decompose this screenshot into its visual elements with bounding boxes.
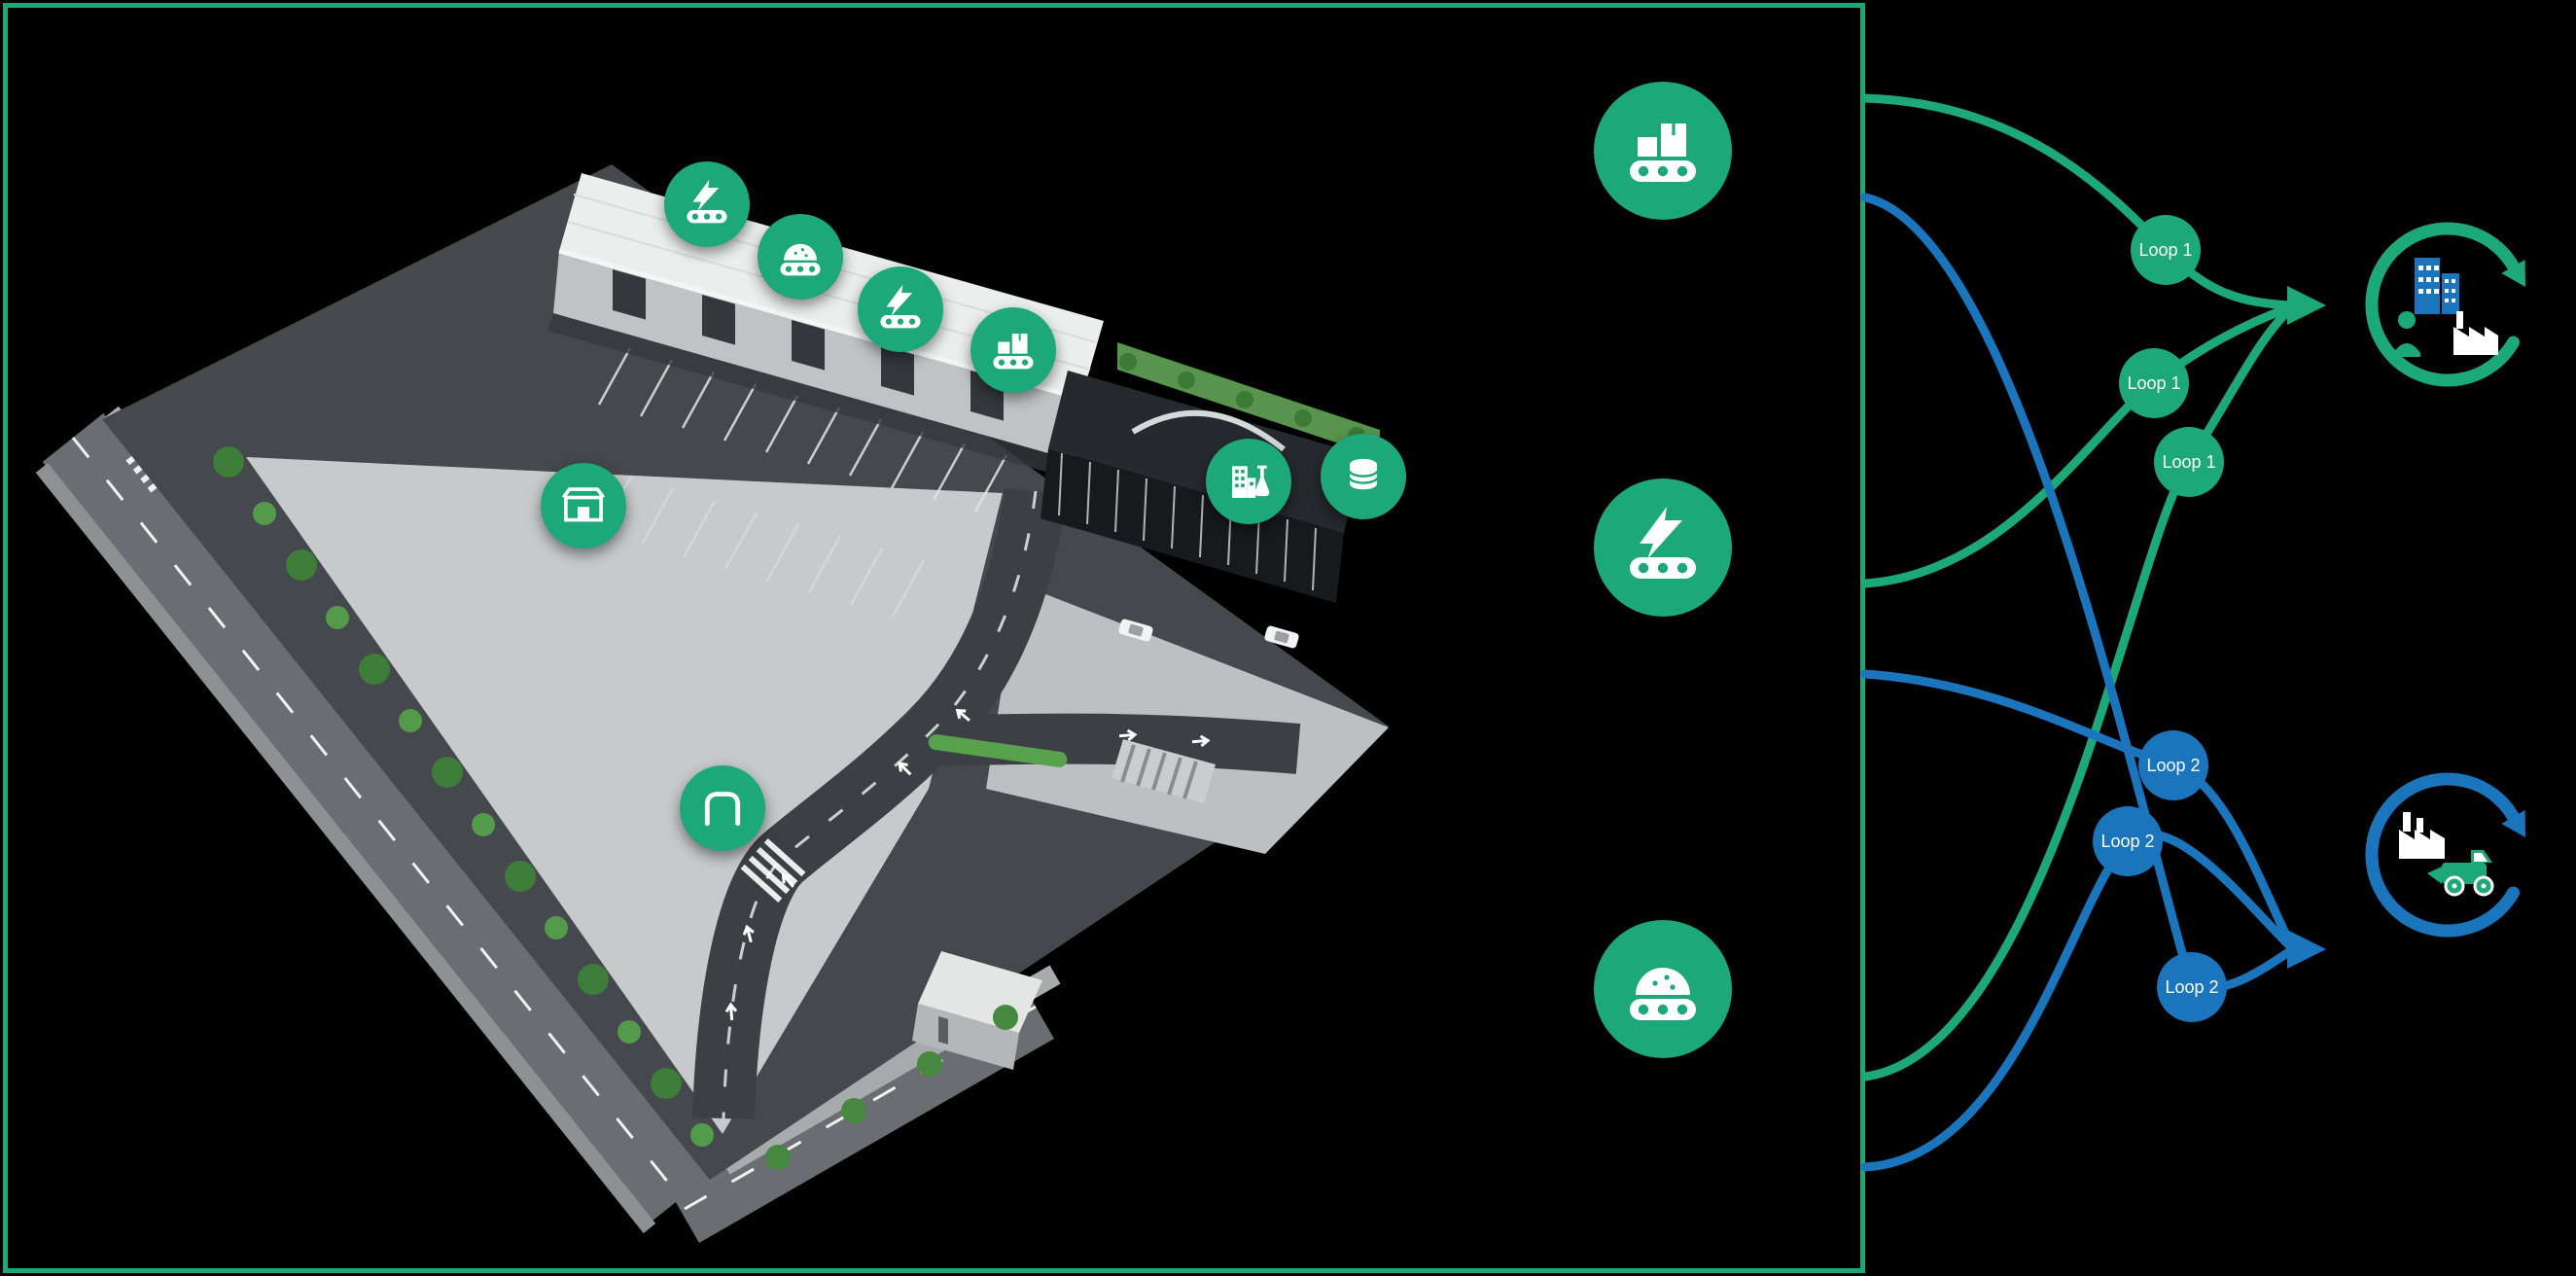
- marker-database[interactable]: [1321, 434, 1406, 519]
- factory-glyph: [2399, 812, 2445, 859]
- conveyor-bulk-icon: [1616, 942, 1710, 1036]
- loop2-node-1: Loop 2: [2138, 730, 2208, 800]
- tree-row: [213, 446, 1018, 1170]
- marker-energy-conveyor-1[interactable]: [664, 161, 750, 247]
- conveyor-products-icon: [985, 322, 1041, 378]
- ring-arrowhead: [2501, 810, 2525, 837]
- flow-line-blue-1: [1860, 193, 2295, 993]
- factory-glyph: [2453, 311, 2498, 355]
- ring-arrowhead: [2501, 260, 2525, 287]
- marker-energy-conveyor-2[interactable]: [858, 266, 943, 352]
- conveyor-energy-icon: [679, 176, 735, 232]
- person-glyph: [2393, 311, 2420, 357]
- marker-storage[interactable]: [541, 463, 626, 549]
- road-arrows: [724, 708, 1211, 1021]
- conveyor-bulk-icon: [772, 229, 829, 285]
- flow-line-green-2: [1860, 302, 2295, 588]
- conveyor-energy-icon: [872, 281, 929, 337]
- crosswalk: [740, 837, 806, 904]
- database-icon: [1335, 448, 1392, 505]
- city-buildings: [2415, 258, 2459, 314]
- flow-line-blue-3: [1860, 830, 2295, 1172]
- conveyor-energy-icon: [1616, 501, 1710, 594]
- arrowhead-blue: [2287, 930, 2326, 969]
- concrete-lot: [246, 457, 1003, 1134]
- loop1-node-1: Loop 1: [2131, 215, 2201, 285]
- conveyor-products-icon: [1616, 104, 1710, 197]
- legend-conveyor-energy[interactable]: [1594, 478, 1732, 617]
- internal-roads: [692, 486, 1301, 1119]
- loader-truck-glyph: [2427, 850, 2494, 897]
- recycle-ring-blue: [2365, 772, 2520, 938]
- cars: [1118, 619, 1299, 649]
- lab-building-icon: [1220, 453, 1277, 510]
- loop1-node-3: Loop 1: [2154, 427, 2224, 497]
- loading-dock: [1112, 739, 1216, 803]
- flow-line-green-1: [1860, 93, 2295, 310]
- flow-line-blue-2: [1860, 669, 2295, 948]
- green-median: [928, 734, 1068, 767]
- loop2-node-3: Loop 2: [2157, 952, 2227, 1022]
- storage-box-icon: [555, 478, 612, 534]
- marker-gate[interactable]: [680, 765, 765, 851]
- loop1-node-2: Loop 1: [2119, 348, 2189, 418]
- gate-icon: [694, 780, 751, 836]
- marker-product-conveyor[interactable]: [970, 307, 1056, 393]
- flow-line-green-3: [1860, 304, 2295, 1081]
- facility-panel-border: [3, 3, 1865, 1273]
- community-loop-icon: [2354, 211, 2541, 398]
- recycle-ring-green: [2365, 222, 2520, 387]
- legend-conveyor-bulk[interactable]: [1594, 920, 1732, 1058]
- marker-bulk-conveyor-1[interactable]: [758, 214, 843, 300]
- legend-conveyor-products[interactable]: [1594, 82, 1732, 220]
- marker-lab-building[interactable]: [1206, 439, 1291, 524]
- loop2-node-2: Loop 2: [2093, 806, 2163, 876]
- industry-loop-icon: [2354, 762, 2541, 948]
- arrowhead-green: [2287, 286, 2326, 325]
